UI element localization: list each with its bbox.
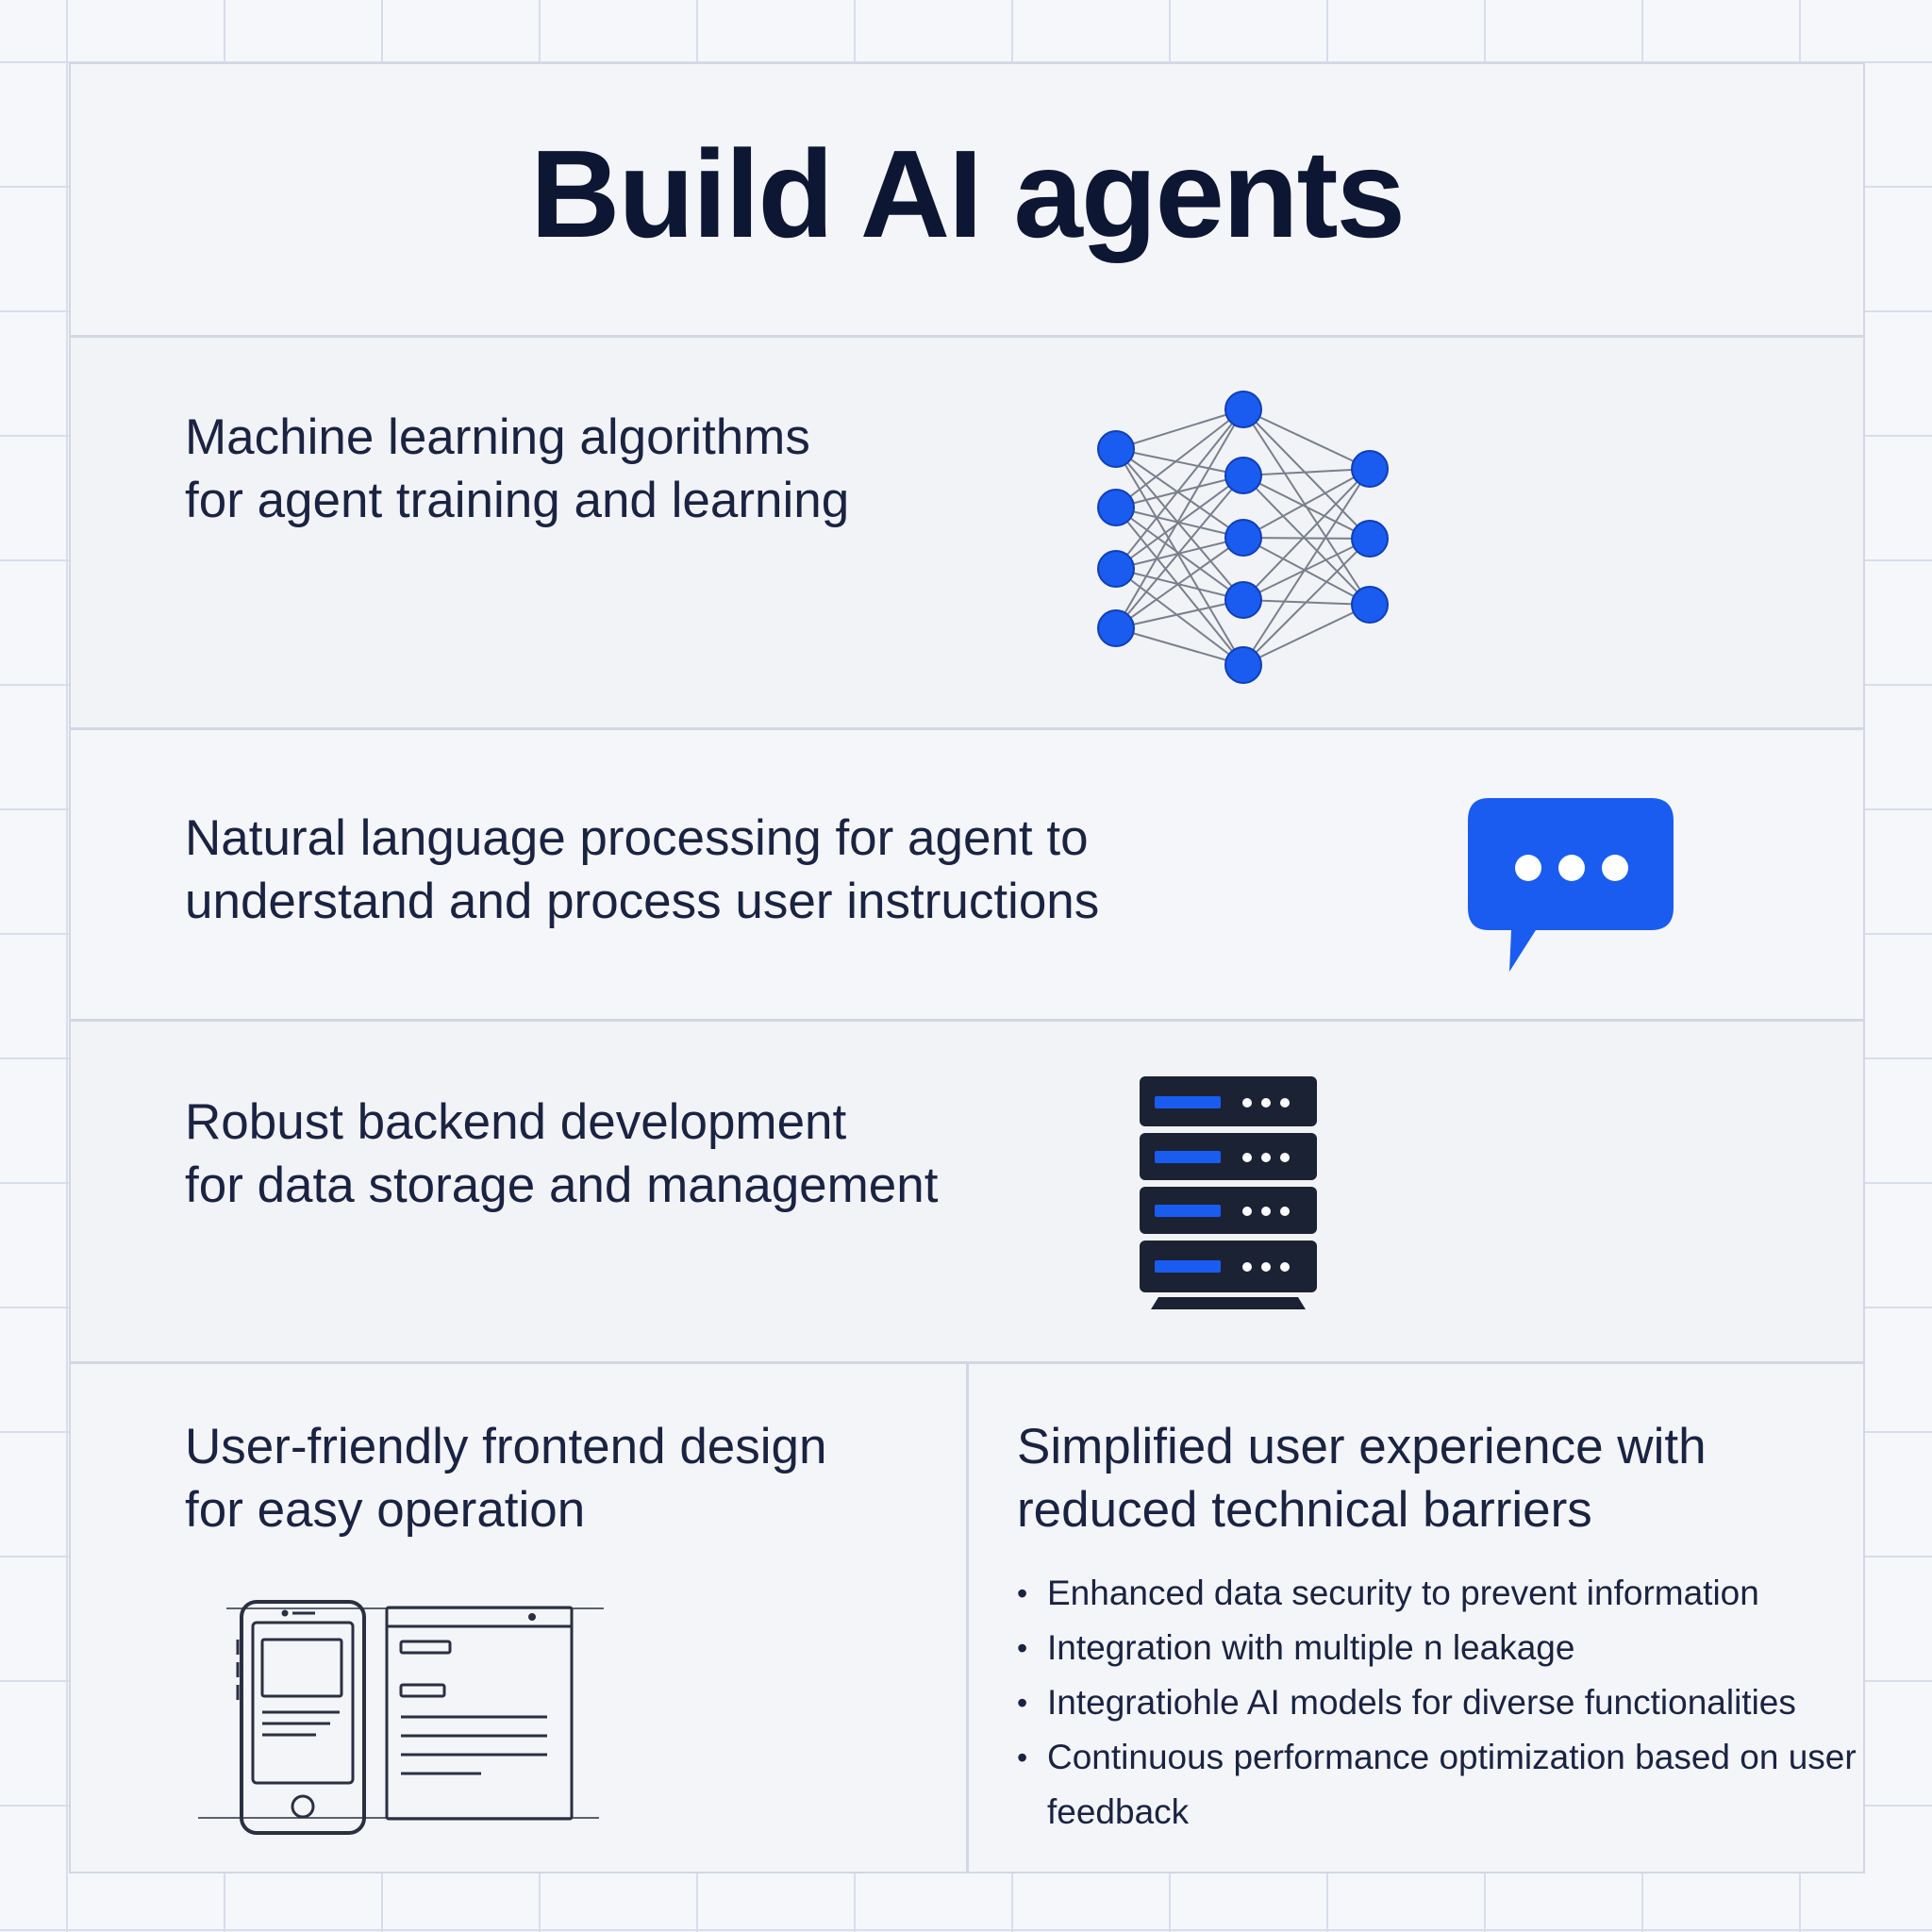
list-item: Integration with multiple n leakage xyxy=(1017,1621,1866,1675)
section-ux-text: Simplified user experience with reduced … xyxy=(1017,1419,1707,1538)
divider xyxy=(69,727,1865,730)
feature-list: Enhanced data security to prevent inform… xyxy=(1017,1566,1866,1840)
network-edge xyxy=(1115,408,1244,570)
network-node xyxy=(1097,430,1135,468)
section-ml xyxy=(71,338,1863,727)
network-edge xyxy=(1115,599,1244,629)
section-nlp-text: Natural language processing for agent to… xyxy=(185,810,1100,929)
network-edge xyxy=(1115,507,1244,666)
network-node xyxy=(1351,586,1389,624)
network-node xyxy=(1351,520,1389,558)
network-edge xyxy=(1115,408,1244,629)
network-node xyxy=(1224,391,1262,428)
network-node xyxy=(1224,519,1262,557)
network-node xyxy=(1224,581,1262,619)
column-divider xyxy=(966,1361,969,1874)
network-node xyxy=(1224,646,1262,684)
network-edge xyxy=(1242,537,1371,606)
network-edge xyxy=(1115,475,1244,570)
divider xyxy=(69,335,1865,338)
network-edge xyxy=(1115,408,1244,508)
network-node xyxy=(1097,609,1135,647)
section-backend xyxy=(71,1022,1863,1361)
network-edge xyxy=(1115,448,1244,539)
network-edge xyxy=(1242,468,1371,539)
network-edge xyxy=(1115,408,1244,450)
network-edge xyxy=(1242,537,1371,540)
network-edge xyxy=(1115,448,1244,601)
network-edge xyxy=(1115,448,1244,666)
section-backend-text: Robust backend development for data stor… xyxy=(185,1094,939,1213)
network-node xyxy=(1351,450,1389,488)
network-edge xyxy=(1115,475,1244,629)
phone-and-window-wireframe-icon xyxy=(198,1600,604,1835)
network-edge xyxy=(1242,538,1371,601)
network-edge xyxy=(1242,468,1371,476)
network-edge xyxy=(1115,475,1244,508)
list-item: Enhanced data security to prevent inform… xyxy=(1017,1566,1866,1621)
network-edge xyxy=(1242,408,1371,470)
server-rack-icon xyxy=(1140,1076,1317,1309)
divider xyxy=(69,1019,1865,1022)
network-edge xyxy=(1115,448,1244,476)
network-edge xyxy=(1242,408,1371,540)
network-edge xyxy=(1115,537,1244,629)
page-title: Build AI agents xyxy=(530,125,1406,263)
network-edge xyxy=(1242,604,1371,666)
network-edge xyxy=(1242,468,1371,601)
network-node xyxy=(1097,550,1135,588)
section-ml-text: Machine learning algorithms for agent tr… xyxy=(185,409,850,528)
network-edge xyxy=(1115,568,1244,666)
section-frontend-text: User-friendly frontend design for easy o… xyxy=(185,1419,827,1538)
network-edge xyxy=(1242,468,1371,666)
network-edge xyxy=(1242,538,1371,666)
network-edge xyxy=(1115,627,1244,666)
network-node xyxy=(1097,489,1135,526)
network-edge xyxy=(1115,568,1244,601)
network-edge xyxy=(1242,475,1371,540)
network-node xyxy=(1224,457,1262,494)
neural-network-icon xyxy=(1097,391,1389,684)
list-item: Integratiohle AI models for diverse func… xyxy=(1017,1675,1866,1730)
list-item: Continuous performance optimization base… xyxy=(1017,1730,1866,1840)
network-edge xyxy=(1242,475,1371,606)
chat-bubble-icon xyxy=(1468,798,1674,972)
